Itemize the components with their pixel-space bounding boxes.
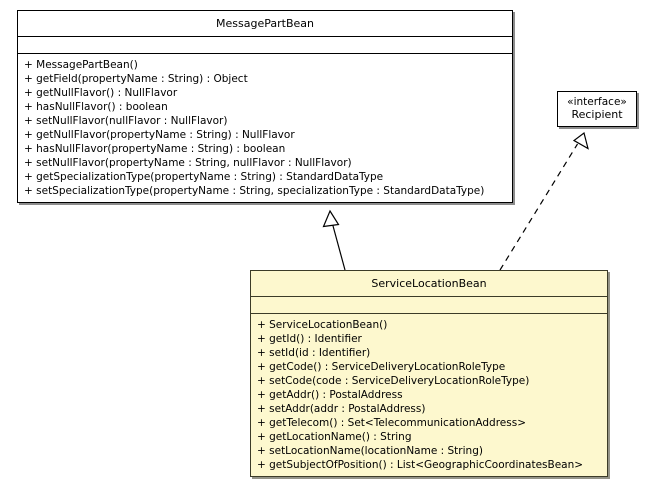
interface-title-recipient: «interface» Recipient bbox=[558, 92, 636, 126]
class-box-servicelocationbean[interactable]: ServiceLocationBean + ServiceLocationBea… bbox=[250, 270, 608, 477]
operation-row: + ServiceLocationBean() bbox=[257, 319, 388, 331]
operation-row: + getSpecializationType(propertyName : S… bbox=[24, 171, 384, 183]
operation-row: + setNullFlavor(propertyName : String, n… bbox=[24, 157, 352, 169]
operations-compartment-servicelocationbean: + ServiceLocationBean() + getId() : Iden… bbox=[251, 314, 607, 476]
interface-box-recipient[interactable]: «interface» Recipient bbox=[557, 91, 637, 127]
class-title-servicelocationbean: ServiceLocationBean bbox=[251, 271, 607, 297]
hollow-triangle-arrowhead bbox=[322, 209, 340, 228]
operation-row: + setAddr(addr : PostalAddress) bbox=[257, 403, 426, 415]
interface-name: Recipient bbox=[571, 108, 623, 121]
class-name: ServiceLocationBean bbox=[371, 277, 487, 290]
operation-row: + getId() : Identifier bbox=[257, 333, 362, 345]
operation-row: + getField(propertyName : String) : Obje… bbox=[24, 73, 248, 85]
operation-row: + getNullFlavor() : NullFlavor bbox=[24, 87, 178, 99]
attributes-compartment-servicelocationbean bbox=[251, 297, 607, 314]
operation-row: + getCode() : ServiceDeliveryLocationRol… bbox=[257, 361, 506, 373]
operation-row: + getLocationName() : String bbox=[257, 431, 412, 443]
operation-row: + hasNullFlavor() : boolean bbox=[24, 101, 168, 113]
class-box-messagepartbean[interactable]: MessagePartBean + MessagePartBean() + ge… bbox=[17, 10, 513, 203]
operation-row: + getAddr() : PostalAddress bbox=[257, 389, 403, 401]
operation-row: + getTelecom() : Set<TelecommunicationAd… bbox=[257, 417, 526, 429]
attributes-compartment-messagepartbean bbox=[18, 37, 512, 54]
class-title-messagepartbean: MessagePartBean bbox=[18, 11, 512, 37]
operation-row: + setNullFlavor(nullFlavor : NullFlavor) bbox=[24, 115, 228, 127]
operation-row: + getNullFlavor(propertyName : String) :… bbox=[24, 129, 295, 141]
operation-row: + hasNullFlavor(propertyName : String) :… bbox=[24, 143, 286, 155]
operation-row: + MessagePartBean() bbox=[24, 59, 138, 71]
class-name: MessagePartBean bbox=[216, 17, 314, 30]
operation-row: + getSubjectOfPosition() : List<Geograph… bbox=[257, 459, 584, 471]
operation-row: + setId(id : Identifier) bbox=[257, 347, 371, 359]
hollow-triangle-arrowhead bbox=[572, 131, 589, 150]
operation-row: + setSpecializationType(propertyName : S… bbox=[24, 185, 485, 197]
generalization-servicelocationbean-to-messagepartbean bbox=[322, 209, 346, 271]
operation-row: + setLocationName(locationName : String) bbox=[257, 445, 483, 457]
stereotype-label: «interface» bbox=[567, 96, 627, 108]
operation-row: + setCode(code : ServiceDeliveryLocation… bbox=[257, 375, 530, 387]
operations-compartment-messagepartbean: + MessagePartBean() + getField(propertyN… bbox=[18, 54, 512, 202]
realization-servicelocationbean-to-recipient bbox=[499, 131, 589, 271]
